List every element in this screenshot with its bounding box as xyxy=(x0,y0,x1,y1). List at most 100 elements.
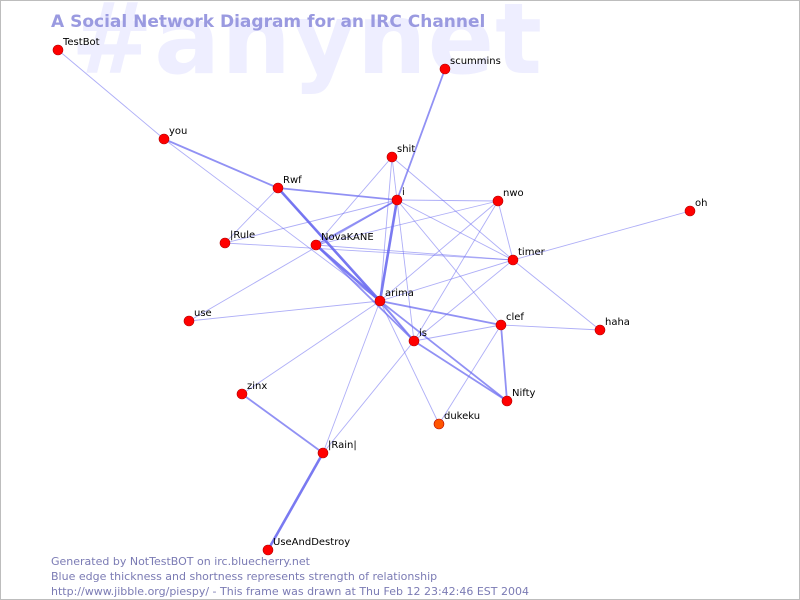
node-dot xyxy=(374,295,386,307)
edge-layer xyxy=(57,49,691,551)
node-label: TestBot xyxy=(62,37,100,48)
node-you: you xyxy=(158,126,187,145)
node-label: use xyxy=(194,308,212,319)
node-dot xyxy=(386,151,398,163)
node-label: oh xyxy=(695,198,707,209)
node-dot xyxy=(183,315,195,327)
node-label: |Rule xyxy=(230,230,255,241)
edge-arima-use xyxy=(188,300,381,322)
edge-NovaKANE-timer xyxy=(315,244,514,261)
footer-frame-time: http://www.jibble.org/piespy/ - This fra… xyxy=(51,585,530,598)
node-oh: oh xyxy=(684,198,707,217)
edge-arima-dukeku xyxy=(379,300,440,425)
edge-clef-haha xyxy=(500,324,601,331)
node-label: arima xyxy=(385,288,414,299)
node-TestBot: TestBot xyxy=(52,37,100,56)
node-dot xyxy=(310,239,322,251)
edge-shit-arima xyxy=(379,156,393,302)
footer-legend-note: Blue edge thickness and shortness repres… xyxy=(51,570,438,583)
edge-TestBot-you xyxy=(57,49,165,140)
node-label: NovaKANE xyxy=(321,232,374,243)
edge-nwo-is xyxy=(413,200,499,342)
edge-shit-timer xyxy=(391,156,514,261)
node-dot xyxy=(684,205,696,217)
edge-is-Nifty xyxy=(413,340,508,402)
node-dot xyxy=(262,544,274,556)
node-label: clef xyxy=(506,312,524,323)
node-dot xyxy=(52,44,64,56)
edge-NovaKANE-is xyxy=(315,244,415,342)
node-label: scummins xyxy=(450,56,501,67)
edge-nwo-NovaKANE xyxy=(315,200,499,246)
node-shit: shit xyxy=(386,144,415,163)
node-nwo: nwo xyxy=(492,188,524,207)
edge-clef-Nifty xyxy=(500,324,508,402)
node-Nifty: Nifty xyxy=(501,388,536,407)
node-dot xyxy=(501,395,513,407)
node-label: you xyxy=(169,126,187,137)
node-label: haha xyxy=(605,317,630,328)
node-timer: timer xyxy=(507,247,546,266)
node-dot xyxy=(492,195,504,207)
diagram-title: A Social Network Diagram for an IRC Chan… xyxy=(51,12,486,32)
node-dot xyxy=(317,447,329,459)
edge-clef-is xyxy=(413,324,502,342)
edge-i-IRule xyxy=(224,199,398,244)
node-dot xyxy=(439,63,451,75)
node-Rwf: Rwf xyxy=(272,175,302,194)
node-dot xyxy=(236,388,248,400)
node-label: dukeku xyxy=(444,411,480,422)
node-arima: arima xyxy=(374,288,414,307)
node-NovaKANE: NovaKANE xyxy=(310,232,374,251)
node-i: i xyxy=(391,187,405,206)
edge-is-IRainI xyxy=(322,340,415,454)
edge-nwo-timer xyxy=(497,200,514,261)
edge-zinx-IRainI xyxy=(241,393,324,454)
node-dot xyxy=(433,418,445,430)
edge-i-clef xyxy=(396,199,502,326)
node-label: timer xyxy=(518,247,546,258)
footer-generated-by: Generated by NotTestBOT on irc.bluecherr… xyxy=(51,555,310,568)
node-dot xyxy=(507,254,519,266)
node-IRainI: |Rain| xyxy=(317,440,357,459)
edge-timer-haha xyxy=(512,259,601,331)
edge-Rwf-i xyxy=(277,187,398,201)
node-label: |Rain| xyxy=(328,440,357,451)
edge-shit-i xyxy=(391,156,398,201)
edge-arima-IRainI xyxy=(322,300,381,454)
edge-i-is xyxy=(396,199,415,342)
node-label: i xyxy=(402,187,405,198)
edge-IRule-timer xyxy=(224,242,514,261)
node-dot xyxy=(391,194,403,206)
edge-oh-timer xyxy=(512,210,691,261)
node-dot xyxy=(594,324,606,336)
node-label: UseAndDestroy xyxy=(273,537,350,548)
node-label: shit xyxy=(397,144,415,155)
edge-shit-NovaKANE xyxy=(315,156,393,246)
edge-clef-dukeku xyxy=(438,324,502,425)
node-label: Rwf xyxy=(283,175,302,186)
edge-you-arima xyxy=(163,138,381,302)
node-haha: haha xyxy=(594,317,630,336)
node-clef: clef xyxy=(495,312,524,331)
edge-i-use xyxy=(188,199,398,322)
edge-timer-is xyxy=(413,259,514,342)
node-use: use xyxy=(183,308,212,327)
node-dot xyxy=(408,335,420,347)
node-label: nwo xyxy=(503,188,524,199)
edge-Rwf-IRule xyxy=(224,187,279,244)
node-scummins: scummins xyxy=(439,56,501,75)
edge-arima-clef xyxy=(379,300,502,326)
node-dot xyxy=(272,182,284,194)
edge-i-timer xyxy=(396,199,514,261)
node-dot xyxy=(495,319,507,331)
node-is: is xyxy=(408,328,427,347)
edge-nwo-arima xyxy=(379,200,499,302)
node-label: is xyxy=(419,328,427,339)
node-dot xyxy=(158,133,170,145)
node-dot xyxy=(219,237,231,249)
edge-scummins-i xyxy=(396,68,446,201)
